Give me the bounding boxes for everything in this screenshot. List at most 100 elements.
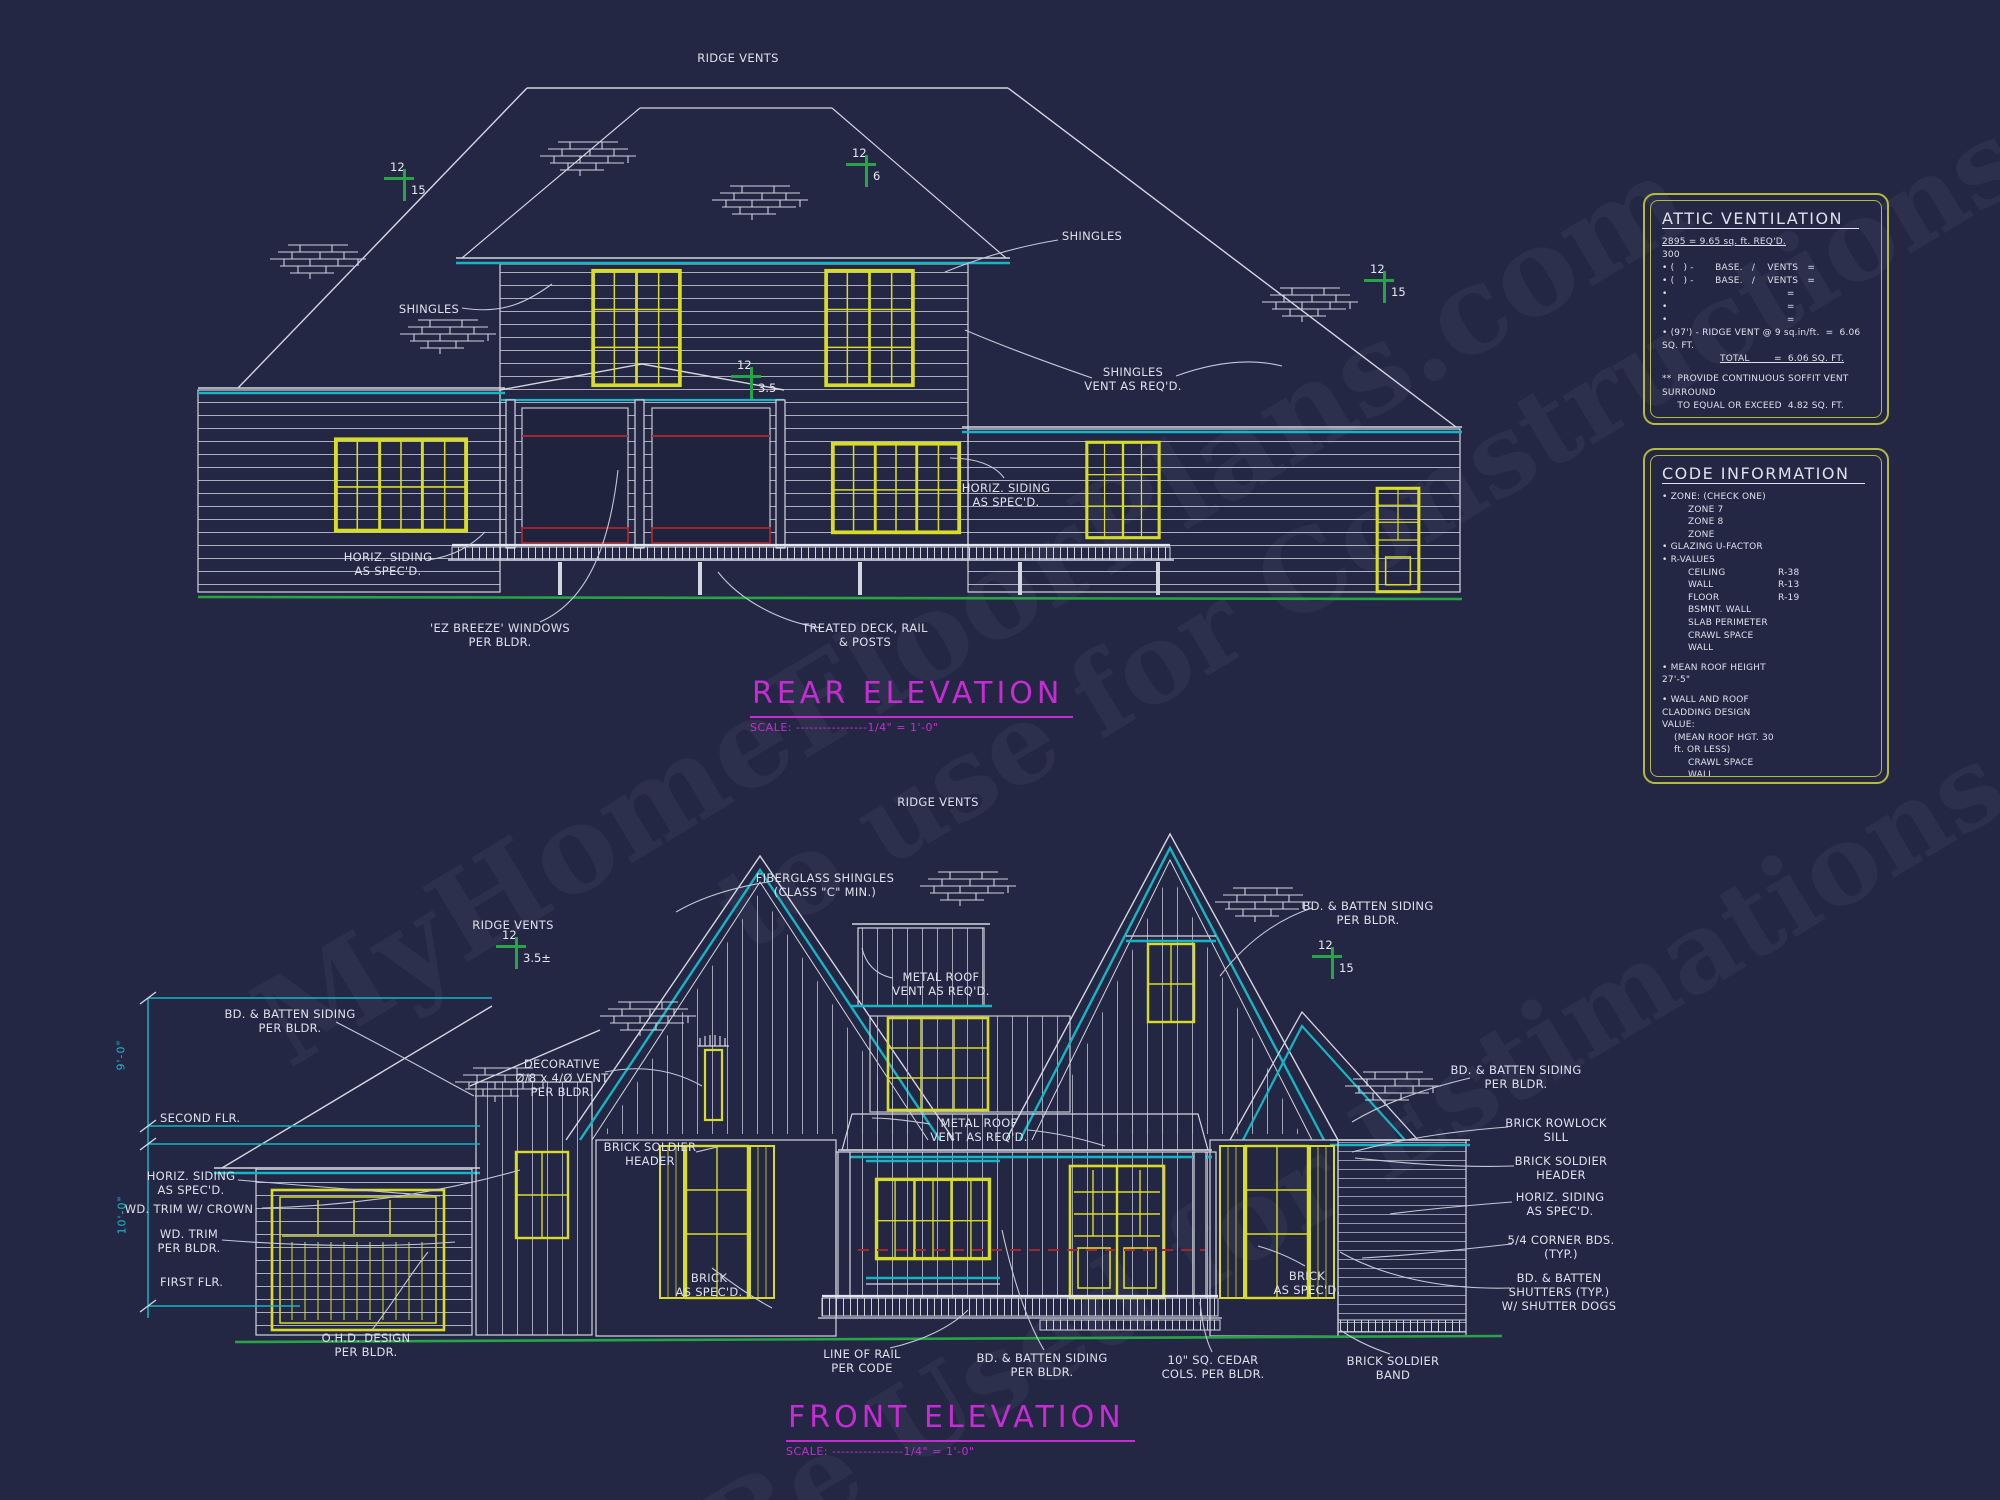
code-panel-body: • ZONE: (CHECK ONE) ZONE 7 ZONE 8 ZONE •…	[1662, 491, 1870, 777]
code-row-value: R-38	[1778, 567, 1800, 578]
label-bd-batten-bottom: BD. & BATTEN SIDING PER BLDR.	[976, 1351, 1108, 1379]
pitch-run-value: 3.5	[758, 381, 777, 395]
attic-total: TOTAL = 6.06 SQ. FT.	[1720, 354, 1845, 365]
attic-blank-2: • =	[1662, 302, 1795, 313]
attic-reqd-fraction-top: 2895 = 9.65 sq. ft. REQ'D.	[1662, 237, 1786, 247]
code-row-value	[1778, 757, 1870, 776]
attic-base-vents-2: • ( ) - BASE. / VENTS =	[1662, 276, 1816, 287]
code-row-value	[1778, 662, 1870, 687]
label-bd-batten-shutters: BD. & BATTEN SHUTTERS (TYP.) W/ SHUTTER …	[1501, 1271, 1617, 1313]
pitch-rise-value: 12	[1370, 262, 1385, 276]
attic-base-vents-1: • ( ) - BASE. / VENTS =	[1662, 263, 1816, 274]
code-row-value: R-13	[1778, 580, 1800, 591]
label-shingles-vent: SHINGLES VENT AS REQ'D.	[1084, 365, 1182, 393]
rear-elevation-scale: SCALE: ----------------1/4" = 1'-0"	[750, 721, 939, 734]
code-row-value	[1778, 491, 1870, 504]
code-cladding-sub: (MEAN ROOF HGT. 30 ft. OR LESS)	[1662, 732, 1870, 757]
code-row-label: • MEAN ROOF HEIGHT 27'-5"	[1662, 662, 1772, 686]
code-glazing: • GLAZING U-FACTOR	[1662, 541, 1870, 554]
code-row-value	[1778, 529, 1870, 542]
label-horiz-siding-left-rear: HORIZ. SIDING AS SPEC'D.	[343, 550, 433, 578]
code-row-value	[1778, 516, 1870, 529]
rear-elevation-drawing	[197, 87, 1463, 629]
code-panel-title: CODE INFORMATION	[1662, 464, 1866, 484]
code-wall: WALL R-13	[1662, 579, 1870, 592]
pitch-rise-value: 12	[502, 928, 517, 942]
pitch-run-value: 6	[873, 169, 881, 183]
code-slab-perimeter: SLAB PERIMETER	[1662, 617, 1870, 630]
pitch-run-value: 15	[1391, 285, 1406, 299]
code-row-label: FLOOR	[1688, 592, 1720, 603]
label-brick-rowlock-sill: BRICK ROWLOCK SILL	[1505, 1116, 1607, 1144]
code-row-label: • GLAZING U-FACTOR	[1662, 542, 1763, 553]
label-bd-batten-upper-right: BD. & BATTEN SIDING PER BLDR.	[1302, 899, 1434, 927]
label-wd-trim-crown: WD. TRIM W/ CROWN	[124, 1202, 254, 1216]
code-row-value	[1778, 554, 1870, 567]
dim-second-floor-height: 9'-0"	[114, 1039, 128, 1071]
code-cladding-crawl: CRAWL SPACE WALL	[1662, 757, 1870, 777]
code-row-value: R-19	[1778, 592, 1800, 603]
code-row-value	[1778, 630, 1870, 655]
label-line-of-rail: LINE OF RAIL PER CODE	[823, 1347, 901, 1375]
code-row-label: BSMNT. WALL	[1688, 605, 1752, 616]
code-row-label: CRAWL SPACE WALL	[1688, 630, 1757, 654]
attic-blank-3: • =	[1662, 315, 1795, 326]
attic-panel-title: ATTIC VENTILATION	[1662, 209, 1859, 229]
label-ez-breeze-windows: 'EZ BREEZE' WINDOWS PER BLDR.	[430, 621, 570, 649]
code-row-label: CRAWL SPACE WALL	[1688, 757, 1757, 777]
code-row-label: • ZONE: (CHECK ONE)	[1662, 492, 1766, 502]
code-zone-blank: ZONE	[1662, 529, 1870, 542]
code-zone-header: • ZONE: (CHECK ONE)	[1662, 491, 1870, 504]
label-shingles-right: SHINGLES	[1061, 229, 1123, 243]
code-row-label: • R-VALUES	[1662, 554, 1716, 565]
attic-ventilation-panel: ATTIC VENTILATION 2895 = 9.65 sq. ft. RE…	[1643, 193, 1889, 425]
pitch-rise-value: 12	[390, 160, 405, 174]
code-bsmnt-wall: BSMNT. WALL	[1662, 604, 1870, 617]
code-row-value	[1778, 694, 1870, 732]
code-floor: FLOOR R-19	[1662, 592, 1870, 605]
attic-panel-body: 2895 = 9.65 sq. ft. REQ'D. 300 • ( ) - BAS…	[1662, 236, 1870, 417]
code-row-value	[1778, 504, 1870, 517]
pitch-rise-value: 12	[737, 358, 752, 372]
attic-reqd-fraction-bottom: 300	[1662, 250, 1680, 261]
pitch-rise-value: 12	[852, 146, 867, 160]
code-row-label: • WALL AND ROOF CLADDING DESIGN VALUE:	[1662, 694, 1754, 731]
code-rvalues: • R-VALUES	[1662, 554, 1870, 567]
dim-first-floor-height: 10'-0"	[115, 1195, 129, 1235]
label-treated-deck: TREATED DECK, RAIL & POSTS	[802, 621, 928, 649]
pitch-run-value: 15	[1339, 961, 1354, 975]
label-horiz-siding-right-front: HORIZ. SIDING AS SPEC'D.	[1515, 1190, 1605, 1218]
label-second-flr: SECOND FLR.	[160, 1111, 241, 1125]
front-elevation-scale: SCALE: ----------------1/4" = 1'-0"	[786, 1445, 975, 1458]
attic-ridge-vent: • (97') - RIDGE VENT @ 9 sq.in/ft. = 6.0…	[1662, 328, 1864, 352]
label-metal-roof-center: METAL ROOF VENT AS REQ'D.	[930, 1116, 1028, 1144]
code-row-label: WALL	[1688, 580, 1714, 591]
code-crawl-space: CRAWL SPACE WALL	[1662, 630, 1870, 655]
label-ohd-design: O.H.D. DESIGN PER BLDR.	[321, 1331, 411, 1359]
pitch-front-right: 12 15	[1312, 938, 1358, 982]
pitch-run-value: 15	[411, 183, 426, 197]
front-elevation-drawing	[139, 832, 1515, 1355]
label-bd-batten-right: BD. & BATTEN SIDING PER BLDR.	[1450, 1063, 1582, 1091]
code-row-value	[1778, 732, 1870, 757]
code-row-label: ZONE 7	[1688, 504, 1724, 515]
code-zone-8: ZONE 8	[1662, 516, 1870, 529]
label-fiberglass-shingles: FIBERGLASS SHINGLES (CLASS "C" MIN.)	[755, 871, 895, 899]
code-row-label: (MEAN ROOF HGT. 30 ft. OR LESS)	[1674, 732, 1777, 756]
code-zone-7: ZONE 7	[1662, 504, 1870, 517]
pitch-rear-left: 12 15	[384, 160, 430, 204]
label-decorative-vent: DECORATIVE Ø/8 x 4/Ø VENT PER BLDR.	[515, 1057, 609, 1099]
label-shingles-left: SHINGLES	[398, 302, 460, 316]
code-row-label: ZONE	[1688, 529, 1715, 540]
code-information-panel: CODE INFORMATION • ZONE: (CHECK ONE) ZON…	[1643, 448, 1889, 784]
code-row-label: SLAB PERIMETER	[1688, 617, 1768, 628]
label-first-flr: FIRST FLR.	[160, 1275, 224, 1289]
label-ridge-vents-front-top: RIDGE VENTS	[897, 795, 979, 809]
code-row-value	[1778, 617, 1870, 630]
label-cedar-cols: 10" SQ. CEDAR COLS. PER BLDR.	[1161, 1353, 1265, 1381]
label-corner-bds: 5/4 CORNER BDS. (TYP.)	[1507, 1233, 1615, 1261]
pitch-run-value: 3.5±	[523, 951, 551, 965]
code-row-label: CEILING	[1688, 567, 1726, 578]
